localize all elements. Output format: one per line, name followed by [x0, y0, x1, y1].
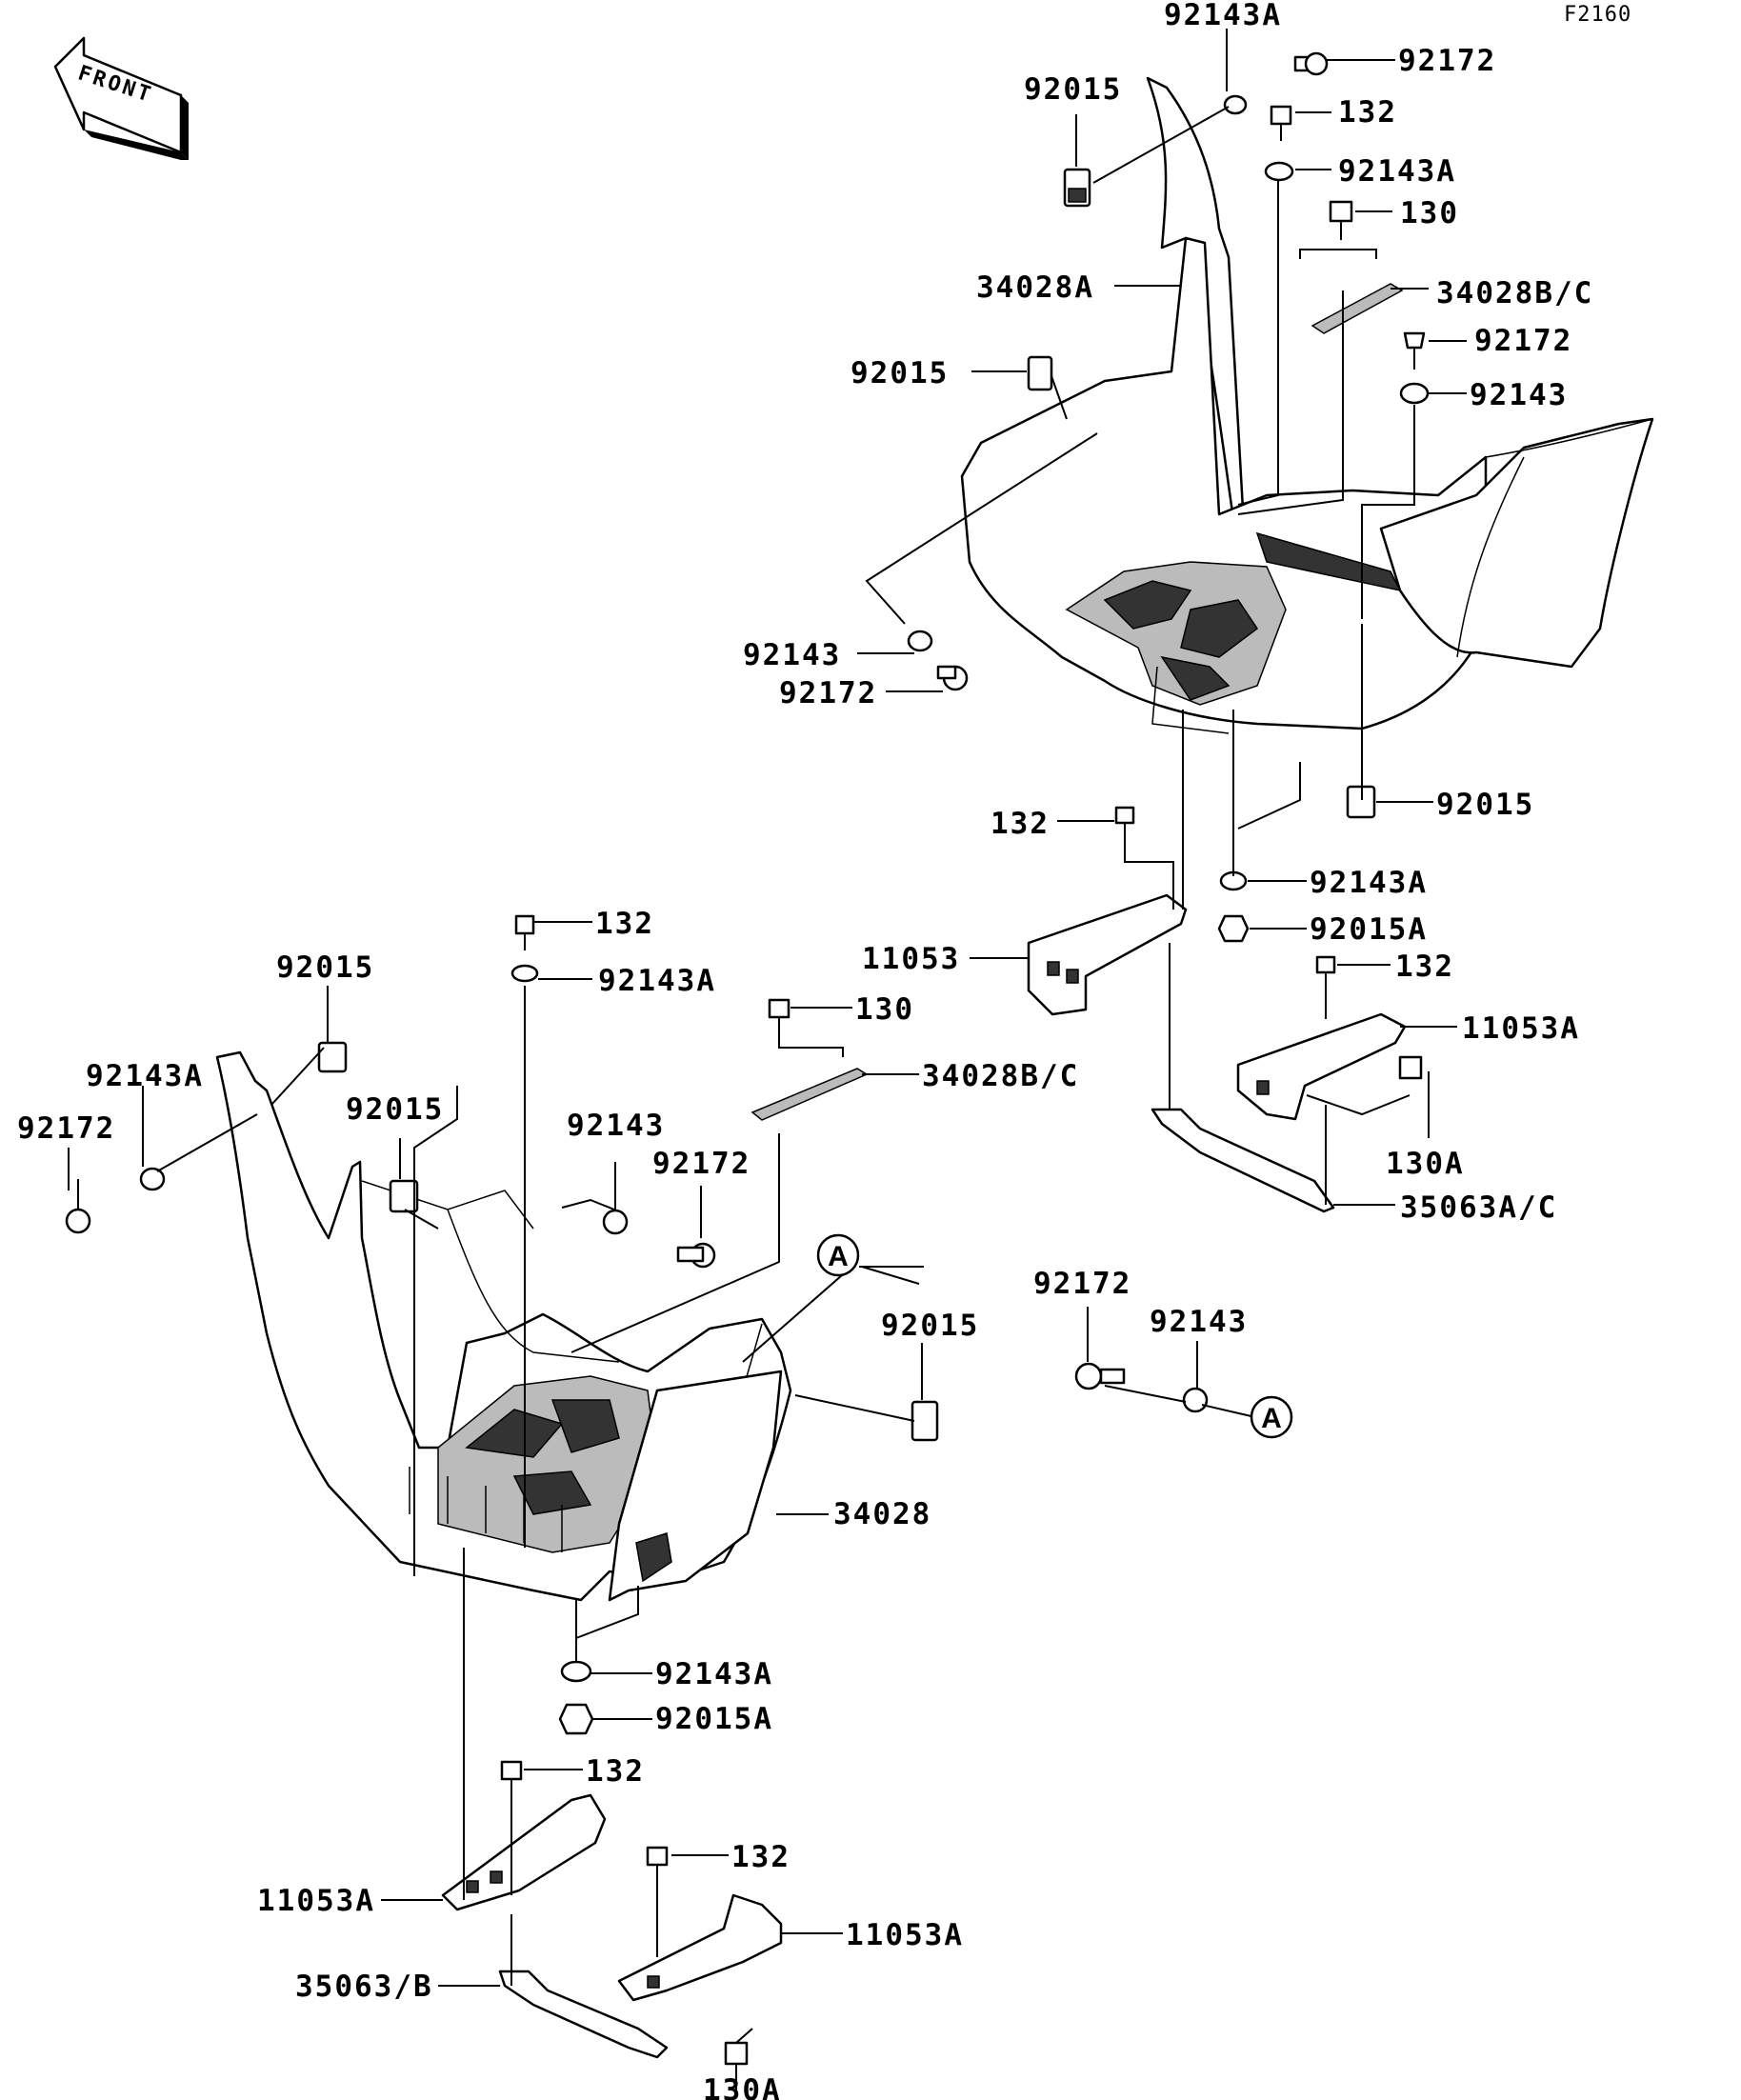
leaders-lower	[68, 921, 1256, 2090]
front-arrow-icon: FRONT	[53, 36, 189, 160]
label-92015: 92015	[850, 356, 949, 390]
label-92015: 92015	[276, 950, 374, 985]
label-92143A: 92143A	[1164, 0, 1282, 32]
label-92143: 92143	[1150, 1305, 1248, 1339]
label-92143A: 92143A	[655, 1657, 773, 1691]
label-11053A: 11053A	[846, 1918, 964, 1952]
label-11053: 11053	[862, 942, 960, 976]
hw-upper	[907, 51, 1430, 1213]
label-92015: 92015	[1024, 72, 1122, 107]
hw-lower	[65, 914, 1209, 2086]
label-92143: 92143	[743, 638, 841, 672]
label-130: 130	[855, 992, 914, 1027]
floorboard-34028	[215, 1050, 792, 1602]
label-34028: 34028	[833, 1497, 931, 1531]
label-92015A: 92015A	[1310, 912, 1428, 947]
label-132: 132	[586, 1754, 645, 1789]
label-35063A-C: 35063A/C	[1400, 1190, 1557, 1225]
label-92172: 92172	[779, 676, 877, 710]
floorboard-34028A	[960, 76, 1654, 734]
label-92015: 92015	[1436, 788, 1534, 822]
label-92172: 92172	[17, 1111, 115, 1146]
label-92143: 92143	[1470, 378, 1568, 412]
part-labels: 92143A 92172 92015 132 92143A 130 34028A…	[17, 0, 1593, 2100]
label-92143A: 92143A	[1338, 154, 1456, 189]
label-92172: 92172	[1033, 1267, 1131, 1301]
svg-text:A: A	[1261, 1403, 1282, 1434]
label-11053A: 11053A	[1462, 1011, 1580, 1046]
label-132: 132	[731, 1840, 790, 1874]
label-92143A: 92143A	[598, 964, 716, 998]
label-132: 132	[1338, 95, 1397, 130]
label-34028A: 34028A	[976, 270, 1094, 305]
label-130: 130	[1400, 196, 1459, 230]
svg-text:A: A	[828, 1241, 849, 1272]
label-34028B-C: 34028B/C	[922, 1059, 1079, 1093]
label-92015: 92015	[346, 1092, 444, 1127]
label-130A: 130A	[1386, 1147, 1465, 1181]
leaders-upper	[857, 29, 1467, 1206]
label-130A: 130A	[703, 2073, 782, 2100]
label-92143A: 92143A	[86, 1059, 204, 1093]
label-92015: 92015	[881, 1309, 979, 1343]
label-11053A: 11053A	[257, 1884, 375, 1918]
label-35063-B: 35063/B	[295, 1970, 433, 2004]
label-92172: 92172	[1398, 44, 1496, 78]
label-34028B-C: 34028B/C	[1436, 276, 1593, 310]
label-132: 132	[595, 907, 654, 941]
label-92143A: 92143A	[1310, 866, 1428, 900]
label-92143: 92143	[567, 1109, 665, 1143]
label-92015A: 92015A	[655, 1702, 773, 1736]
callout-A-lower-right: A	[1250, 1395, 1293, 1439]
label-92172: 92172	[652, 1147, 750, 1181]
label-132: 132	[991, 807, 1050, 841]
label-132: 132	[1395, 950, 1454, 984]
callout-A-lower-left: A	[816, 1233, 860, 1277]
figure-code: F2160	[1564, 3, 1631, 27]
label-92172: 92172	[1474, 324, 1572, 358]
